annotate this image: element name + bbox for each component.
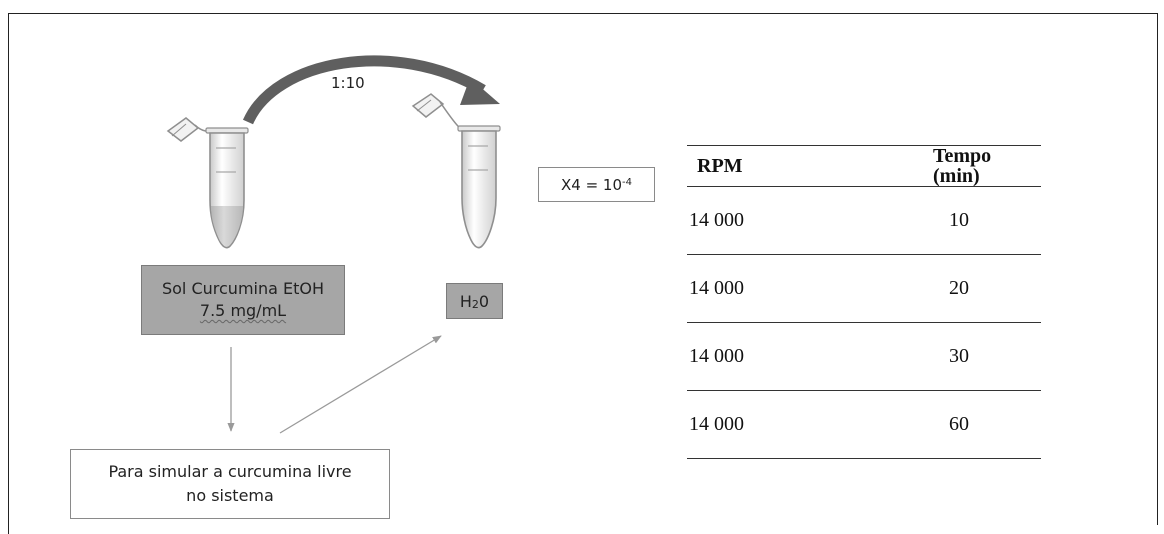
cell-tempo: 30: [877, 322, 1041, 391]
source-solution-concentration: 7.5 mg/mL: [199, 301, 287, 320]
header-tempo-line1: Tempo: [933, 145, 992, 167]
figure-frame-right: [1157, 13, 1158, 525]
dilution-exponent: -4: [622, 177, 632, 188]
water-formula-base: H: [459, 291, 472, 311]
cell-rpm: 14 000: [687, 322, 877, 391]
diagonal-arrow: [279, 335, 442, 434]
table-row: 14 000 10: [687, 186, 1041, 255]
cell-rpm: 14 000: [687, 390, 877, 459]
table-row: 14 000 60: [687, 390, 1041, 459]
note-line-2: no sistema: [186, 486, 274, 505]
table-row: 14 000 30: [687, 322, 1041, 391]
header-tempo-line2: (min): [933, 165, 980, 187]
cell-tempo: 10: [877, 186, 1041, 255]
transfer-arrow: [242, 55, 500, 125]
cell-rpm: 14 000: [687, 186, 877, 255]
cell-tempo: 20: [877, 254, 1041, 323]
table-header-row: RPM Tempo (min): [687, 145, 1041, 187]
source-tube-icon: [166, 117, 249, 249]
note-box: Para simular a curcumina livre no sistem…: [70, 449, 390, 519]
cell-tempo: 60: [877, 390, 1041, 459]
water-tube-icon: [411, 93, 501, 249]
figure-frame-left: [8, 13, 9, 534]
transfer-ratio-label: 1:10: [331, 74, 365, 92]
source-solution-box: Sol Curcumina EtOH 7.5 mg/mL: [141, 265, 345, 335]
source-solution-name: Sol Curcumina EtOH: [161, 279, 325, 298]
dilution-label: X4 = 10: [561, 175, 623, 194]
centrifugation-table: RPM Tempo (min) 14 000 10 14 000 20 14 0…: [687, 145, 1041, 459]
note-line-1: Para simular a curcumina livre: [108, 462, 352, 481]
water-formula-tail: 0: [478, 291, 490, 311]
cell-rpm: 14 000: [687, 254, 877, 323]
dilution-box: X4 = 10-4: [538, 167, 655, 202]
header-tempo: Tempo (min): [877, 145, 1041, 187]
header-rpm: RPM: [687, 145, 877, 187]
water-formula-subscript: 2: [471, 297, 479, 311]
figure-frame-top: [8, 13, 1158, 14]
table-row: 14 000 20: [687, 254, 1041, 323]
